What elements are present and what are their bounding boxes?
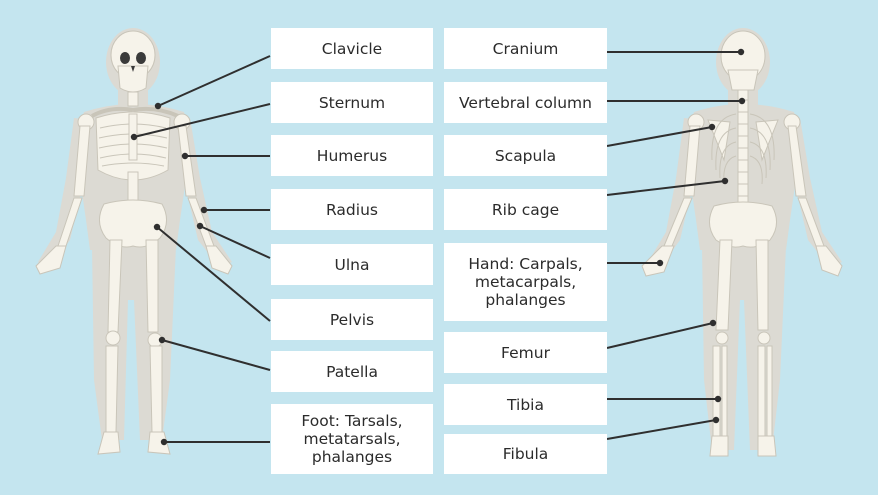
patella-text: Patella bbox=[326, 362, 378, 381]
label-clavicle: Clavicle bbox=[271, 28, 433, 69]
front-skeleton bbox=[35, 28, 233, 455]
rib-cage-leader-line bbox=[606, 180, 726, 196]
label-radius: Radius bbox=[271, 189, 433, 230]
front-bones bbox=[35, 30, 233, 455]
label-hand: Hand: Carpals, metacarpals, phalanges bbox=[444, 243, 607, 321]
rib-cage-text: Rib cage bbox=[491, 200, 560, 219]
label-sternum: Sternum bbox=[271, 82, 433, 123]
clavicle-leader-line bbox=[157, 55, 271, 107]
fibula-leader-line bbox=[606, 419, 717, 440]
patella-leader-line bbox=[161, 339, 271, 371]
pelvis-text: Pelvis bbox=[329, 310, 375, 329]
vertebral-column-text: Vertebral column bbox=[459, 93, 592, 112]
leader-dots bbox=[130, 48, 746, 446]
radius-text: Radius bbox=[326, 200, 378, 219]
ulna-leader-line bbox=[199, 225, 271, 259]
pelvis-leader-line bbox=[156, 226, 271, 322]
label-patella: Patella bbox=[271, 351, 433, 392]
femur-leader-line bbox=[606, 322, 714, 349]
label-fibula: Fibula bbox=[444, 434, 607, 474]
sternum-leader-line bbox=[133, 103, 271, 138]
femur-text: Femur bbox=[501, 343, 550, 362]
label-vertebral-column: Vertebral column bbox=[444, 82, 607, 123]
fibula-text: Fibula bbox=[502, 445, 549, 463]
cranium-text: Cranium bbox=[492, 39, 559, 58]
tibia-text: Tibia bbox=[507, 395, 544, 414]
label-femur: Femur bbox=[444, 332, 607, 373]
back-skeleton bbox=[641, 28, 843, 457]
label-rib-cage: Rib cage bbox=[444, 189, 607, 230]
humerus-text: Humerus bbox=[316, 146, 388, 165]
hand-text: Hand: Carpals, metacarpals, phalanges bbox=[468, 255, 583, 309]
sternum-text: Sternum bbox=[318, 93, 386, 112]
label-foot: Foot: Tarsals, metatarsals, phalanges bbox=[271, 404, 433, 474]
label-scapula: Scapula bbox=[444, 135, 607, 176]
foot-text: Foot: Tarsals, metatarsals, phalanges bbox=[301, 412, 403, 466]
scapula-text: Scapula bbox=[494, 146, 557, 165]
label-cranium: Cranium bbox=[444, 28, 607, 69]
label-pelvis: Pelvis bbox=[271, 299, 433, 340]
scapula-leader-line bbox=[606, 126, 713, 147]
clavicle-text: Clavicle bbox=[321, 39, 383, 58]
label-ulna: Ulna bbox=[271, 244, 433, 285]
ulna-text: Ulna bbox=[334, 255, 370, 274]
leader-lines bbox=[133, 51, 742, 443]
label-humerus: Humerus bbox=[271, 135, 433, 176]
label-tibia: Tibia bbox=[444, 384, 607, 425]
